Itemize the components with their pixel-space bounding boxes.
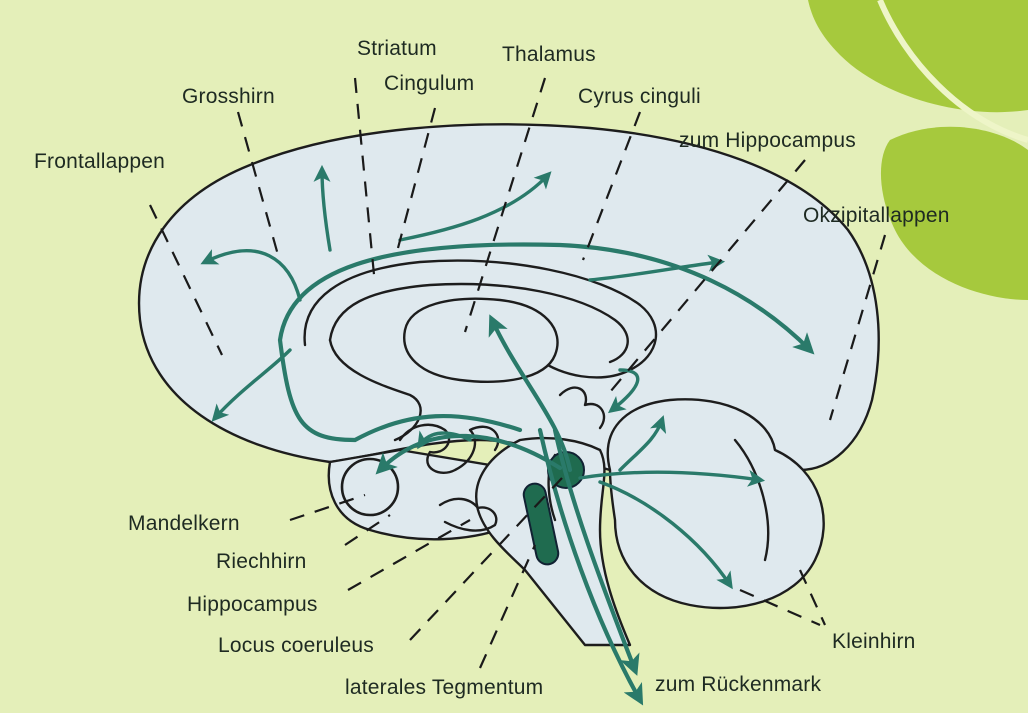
thalamus-shape xyxy=(404,299,557,382)
label-zum-rueckenmark: zum Rückenmark xyxy=(655,673,821,696)
label-okzipitallappen: Okzipitallappen xyxy=(803,204,950,227)
label-grosshirn: Grosshirn xyxy=(182,85,275,108)
label-striatum: Striatum xyxy=(357,37,437,60)
label-hippocampus: Hippocampus xyxy=(187,593,318,616)
label-cyrus-cinguli: Cyrus cinguli xyxy=(578,85,701,108)
amygdala-circle xyxy=(342,459,398,515)
label-zum-hippocampus: zum Hippocampus xyxy=(679,129,856,152)
cerebrum-outline xyxy=(139,124,879,470)
label-riechhirn: Riechhirn xyxy=(216,550,307,573)
label-laterales-tegmentum: laterales Tegmentum xyxy=(345,676,543,699)
label-mandelkern: Mandelkern xyxy=(128,512,240,535)
label-frontallappen: Frontallappen xyxy=(34,150,165,173)
label-kleinhirn: Kleinhirn xyxy=(832,630,916,653)
label-cingulum: Cingulum xyxy=(384,72,474,95)
label-thalamus: Thalamus xyxy=(502,43,596,66)
label-locus-coeruleus: Locus coeruleus xyxy=(218,634,374,657)
